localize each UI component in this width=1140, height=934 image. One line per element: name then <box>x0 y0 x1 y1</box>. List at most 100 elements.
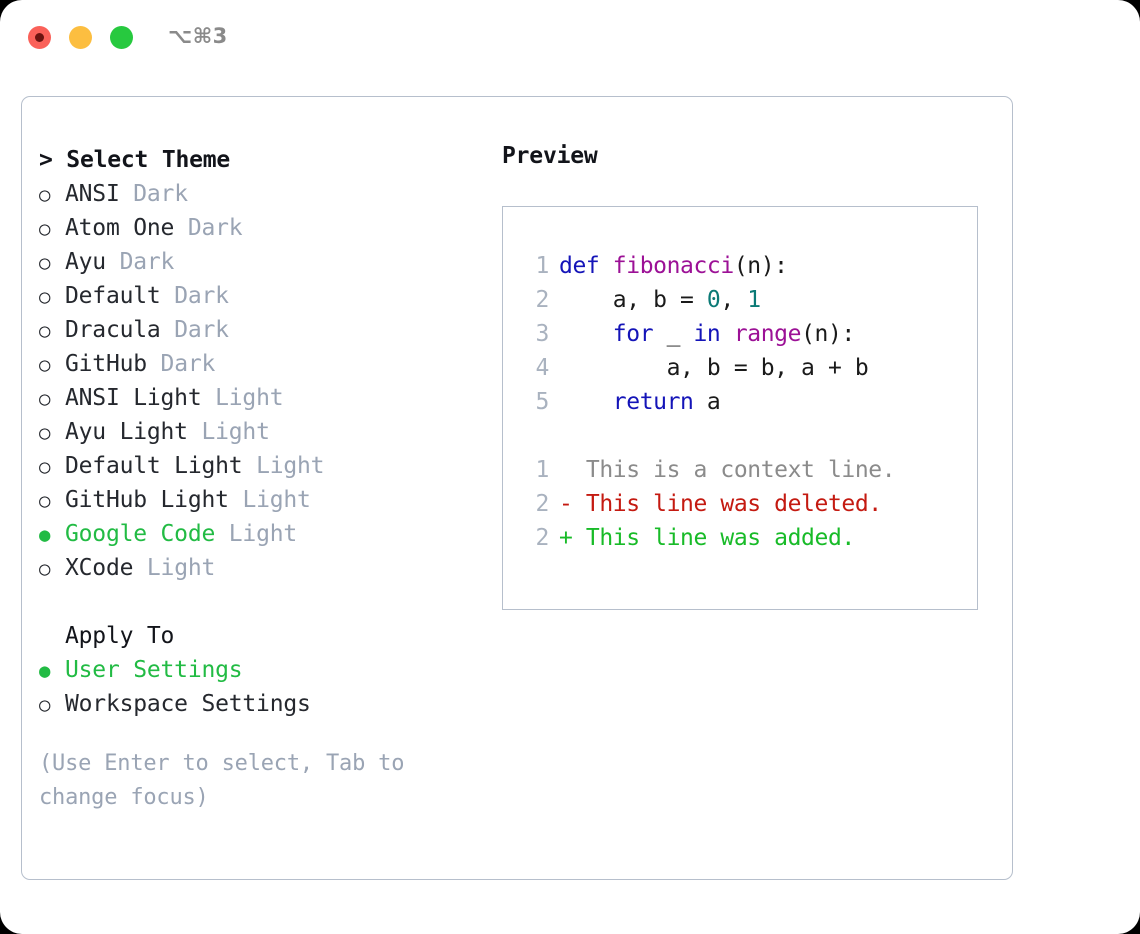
title-bar: ⌥⌘3 <box>0 0 1140 78</box>
radio-unselected-icon: ○ <box>39 320 51 342</box>
radio-unselected-icon: ○ <box>39 286 51 308</box>
radio-unselected-icon: ○ <box>39 558 51 580</box>
apply-to-option-list: ● User Settings ○ Workspace Settings <box>39 653 489 721</box>
theme-option-label: Default <box>65 283 161 309</box>
theme-option-xcode[interactable]: ○XCode Light <box>39 551 489 585</box>
code-token-def <box>720 321 733 347</box>
diff-line-number: 1 <box>535 457 550 483</box>
radio-unselected-icon: ○ <box>39 252 51 274</box>
code-line: 4 a, b = b, a + b <box>503 351 977 385</box>
code-token-kw: def <box>559 253 613 279</box>
code-token-def: (n): <box>801 321 855 347</box>
code-token-num: 1 <box>747 287 761 313</box>
apply-to-option-label: Workspace Settings <box>65 691 311 717</box>
diff-sample-block: 1 This is a context line. 2 - This line wa… <box>503 453 977 555</box>
code-token-kw: return <box>612 389 694 415</box>
theme-option-list: ○ANSI Dark○Atom One Dark○Ayu Dark○Defaul… <box>39 177 489 585</box>
apply-to-header: Apply To <box>65 623 175 649</box>
diff-line-ctx: 1 This is a context line. <box>503 453 977 487</box>
radio-unselected-icon: ○ <box>39 422 51 444</box>
code-token-def: (n): <box>733 253 788 279</box>
radio-unselected-icon: ○ <box>39 354 51 376</box>
theme-option-variant: Dark <box>160 351 216 377</box>
theme-option-label: ANSI <box>65 181 120 207</box>
maximize-window-button[interactable] <box>110 26 133 49</box>
theme-option-label: Google Code <box>65 521 216 547</box>
radio-unselected-icon: ○ <box>39 490 51 512</box>
theme-option-ayu-light[interactable]: ○ Ayu Light Light <box>39 415 489 449</box>
theme-option-variant: Dark <box>174 317 229 343</box>
minimize-window-button[interactable] <box>69 26 92 49</box>
theme-option-dracula[interactable]: ○ Dracula Dark <box>39 313 489 347</box>
code-token-kw: for <box>612 321 654 347</box>
code-token-def <box>559 321 613 347</box>
apply-to-option-label: User Settings <box>65 657 243 683</box>
theme-option-variant: Light <box>242 487 311 513</box>
main-panel: > Select Theme ○ANSI Dark○Atom One Dark○… <box>21 96 1013 880</box>
theme-option-variant: Dark <box>174 283 229 309</box>
code-token-def <box>559 389 613 415</box>
diff-line-number: 2 <box>535 525 550 551</box>
code-line: 2 a, b = 0, 1 <box>503 283 977 317</box>
theme-option-label: XCode <box>65 555 134 581</box>
theme-option-variant: Dark <box>119 249 175 275</box>
theme-option-label: Ayu <box>65 249 106 275</box>
apply-to-option-user-settings[interactable]: ● User Settings <box>39 653 489 687</box>
theme-option-variant: Dark <box>187 215 243 241</box>
theme-option-github-light[interactable]: ○ GitHub Light Light <box>39 483 489 517</box>
theme-option-google-code[interactable]: ●Google Code Light <box>39 517 489 551</box>
theme-option-variant: Light <box>228 521 298 547</box>
code-line-number: 3 <box>535 321 550 347</box>
section-spacer <box>39 585 489 619</box>
code-token-fn: fibonacci <box>612 253 734 279</box>
radio-unselected-icon: ○ <box>39 184 51 206</box>
theme-option-variant: Dark <box>133 181 188 207</box>
theme-option-default-light[interactable]: ○Default Light Light <box>39 449 489 483</box>
code-line: 3 for _ in range(n): <box>503 317 977 351</box>
apply-to-option-workspace-settings[interactable]: ○ Workspace Settings <box>39 687 489 721</box>
theme-option-variant: Light <box>201 419 270 445</box>
code-token-def: , <box>720 287 748 313</box>
diff-line-text: - This line was deleted. <box>559 491 882 517</box>
select-theme-header: > Select Theme <box>39 147 231 173</box>
code-token-def: a, b = b, a + b <box>559 355 869 381</box>
radio-selected-icon: ● <box>39 660 51 682</box>
diff-line-del: 2 - This line was deleted. <box>503 487 977 521</box>
theme-option-ayu[interactable]: ○ Ayu Dark <box>39 245 489 279</box>
code-token-def: a <box>693 389 721 415</box>
theme-option-label: Atom One <box>65 215 175 241</box>
close-window-button[interactable] <box>28 26 51 49</box>
theme-option-label: Ayu Light <box>65 419 188 445</box>
radio-unselected-icon: ○ <box>39 388 51 410</box>
code-token-def: _ <box>653 321 694 347</box>
preview-header: Preview <box>502 143 598 169</box>
code-token-fn: range <box>733 321 802 347</box>
code-diff-separator <box>503 419 977 453</box>
theme-option-ansi[interactable]: ○ ANSI Dark <box>39 177 489 211</box>
code-token-num: 0 <box>706 287 721 313</box>
code-token-kw: in <box>693 321 721 347</box>
theme-option-default[interactable]: ○ Default Dark <box>39 279 489 313</box>
code-line-number: 2 <box>535 287 550 313</box>
theme-option-atom-one[interactable]: ○ Atom One Dark <box>39 211 489 245</box>
traffic-light-group <box>28 26 133 49</box>
theme-option-label: GitHub Light <box>65 487 229 513</box>
code-line-number: 1 <box>535 253 550 279</box>
theme-option-label: Dracula <box>65 317 161 343</box>
diff-line-text: + This line was added. <box>559 525 855 551</box>
theme-selection-column: > Select Theme ○ANSI Dark○Atom One Dark○… <box>39 143 489 815</box>
theme-option-github[interactable]: ○ GitHub Dark <box>39 347 489 381</box>
radio-unselected-icon: ○ <box>39 218 51 240</box>
radio-unselected-icon: ○ <box>39 694 51 716</box>
radio-unselected-icon: ○ <box>39 456 51 478</box>
theme-option-label: GitHub <box>65 351 147 377</box>
code-line-number: 5 <box>535 389 550 415</box>
diff-line-number: 2 <box>535 491 550 517</box>
theme-option-ansi-light[interactable]: ○ANSI Light Light <box>39 381 489 415</box>
code-token-def: a, b = <box>559 287 707 313</box>
theme-option-variant: Light <box>256 453 325 479</box>
